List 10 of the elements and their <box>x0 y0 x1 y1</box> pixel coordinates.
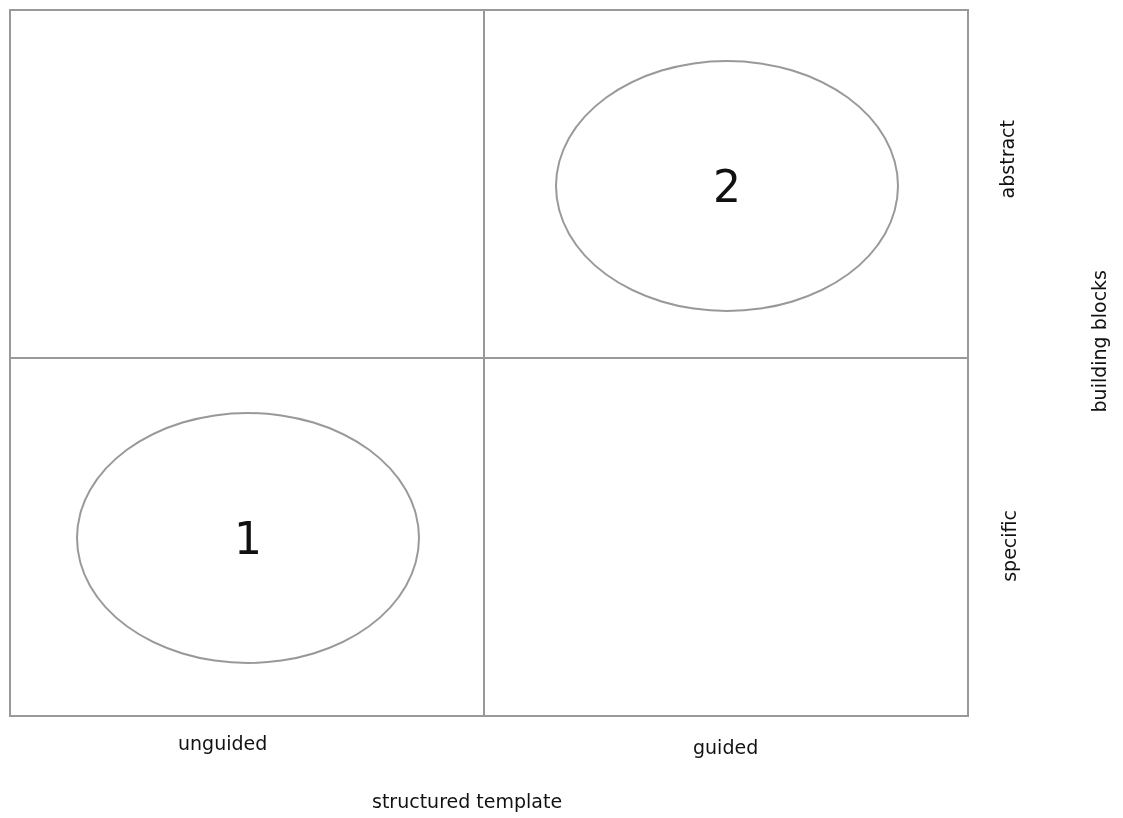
axis-title: building blocks <box>1088 270 1110 413</box>
quadrant-number: 1 <box>234 512 262 564</box>
ellipse-shape <box>76 412 420 664</box>
axis-label: abstract <box>996 120 1018 199</box>
axis-label: specific <box>998 510 1020 582</box>
quadrant-number: 2 <box>713 160 741 212</box>
axis-title: structured template <box>372 790 563 812</box>
ellipse-shape <box>555 60 899 312</box>
axis-label: unguided <box>178 732 268 754</box>
axis-label: guided <box>693 736 759 758</box>
